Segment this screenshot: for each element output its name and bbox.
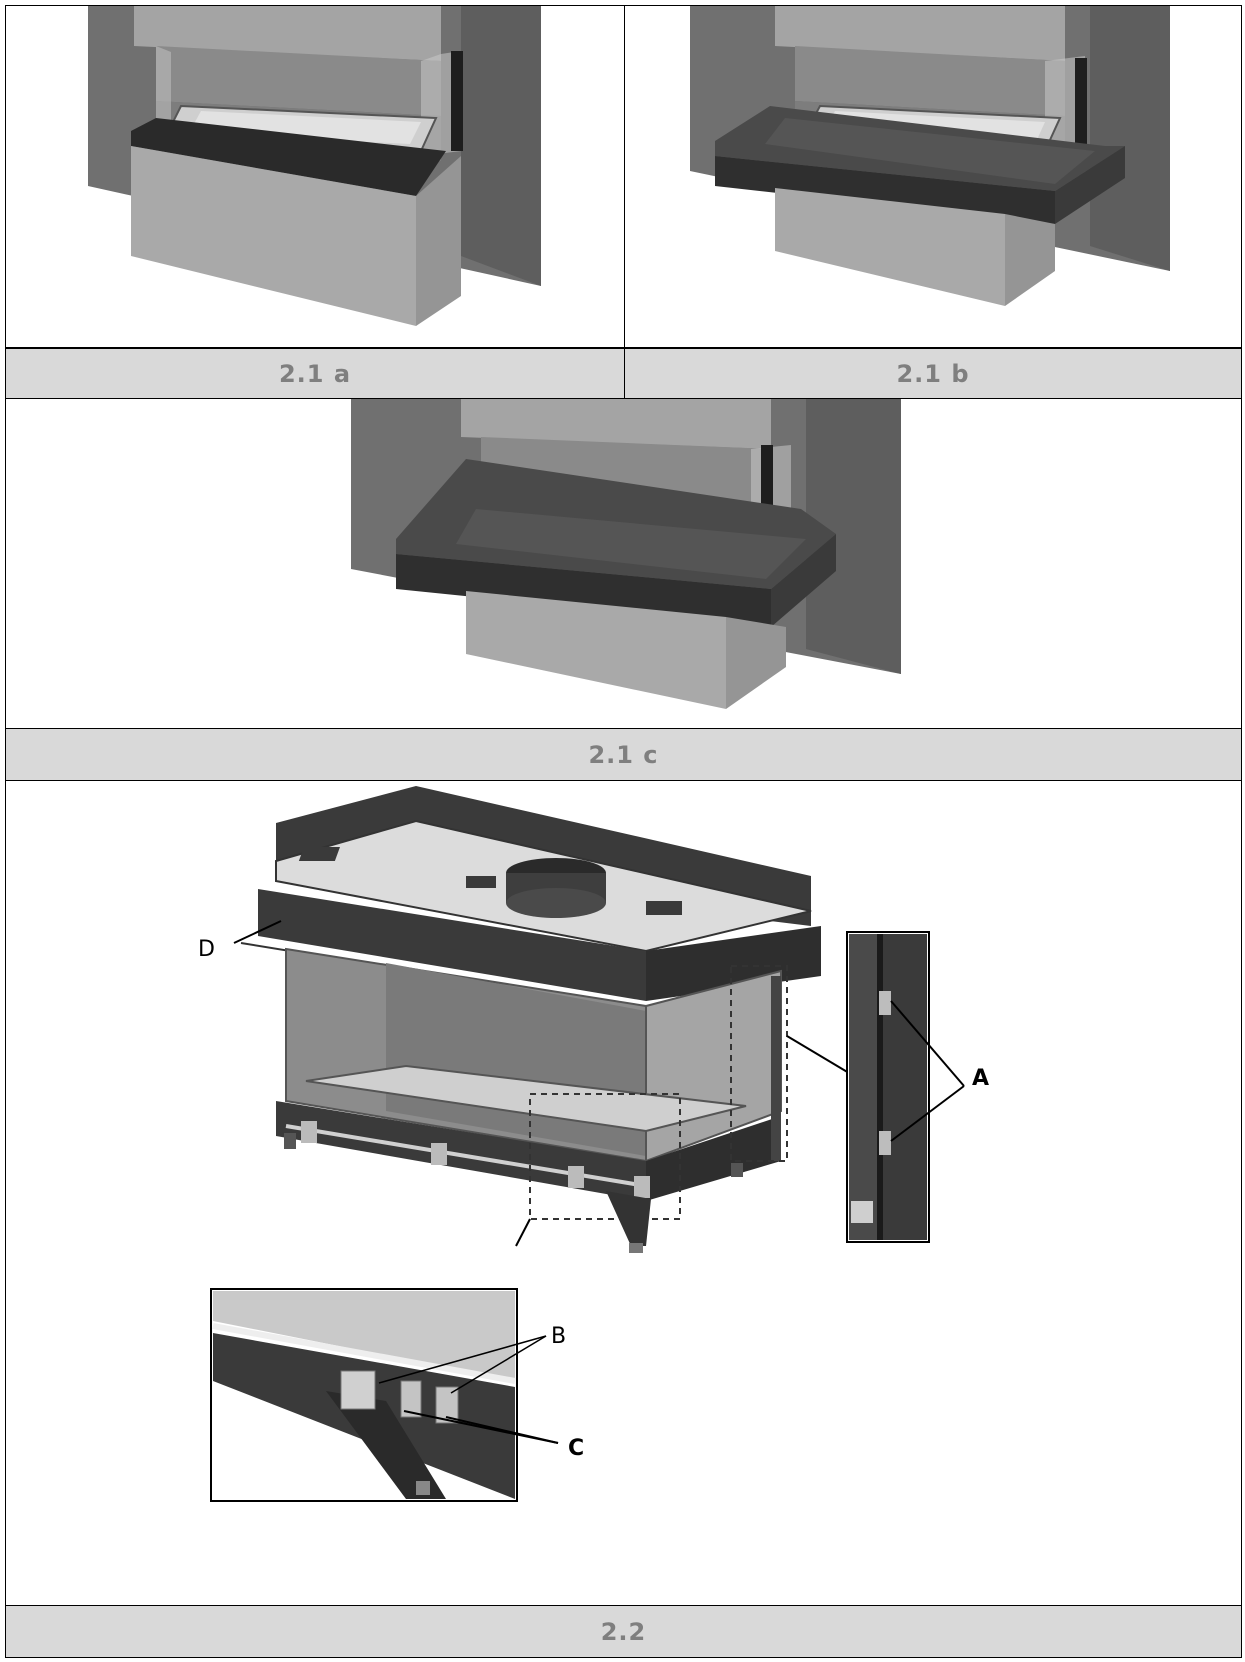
figure-2-1a-image-cell [5, 5, 625, 348]
figure-caption-2-1a: 2.1 a [5, 348, 625, 399]
label-c: C [568, 1436, 584, 1461]
figure-2-1c-image-cell [5, 398, 1242, 729]
figure-caption-2-1c: 2.1 c [5, 728, 1242, 781]
label-a: A [972, 1066, 989, 1091]
figure-2-2-image-cell: D A B C [5, 780, 1242, 1606]
fireplace-illustration-stone-shelf [690, 6, 1170, 306]
label-d: D [198, 937, 215, 962]
fireplace-illustration-centered-stone-shelf [351, 399, 901, 709]
fireplace-illustration-plain-base [88, 6, 541, 326]
label-b: B [551, 1324, 566, 1349]
figure-caption-2-2: 2.2 [5, 1605, 1242, 1658]
figure-2-1b-image-cell [624, 5, 1242, 348]
firebox-assembly-illustration: D A B C [198, 786, 989, 1502]
figure-caption-2-1b: 2.1 b [624, 348, 1242, 399]
